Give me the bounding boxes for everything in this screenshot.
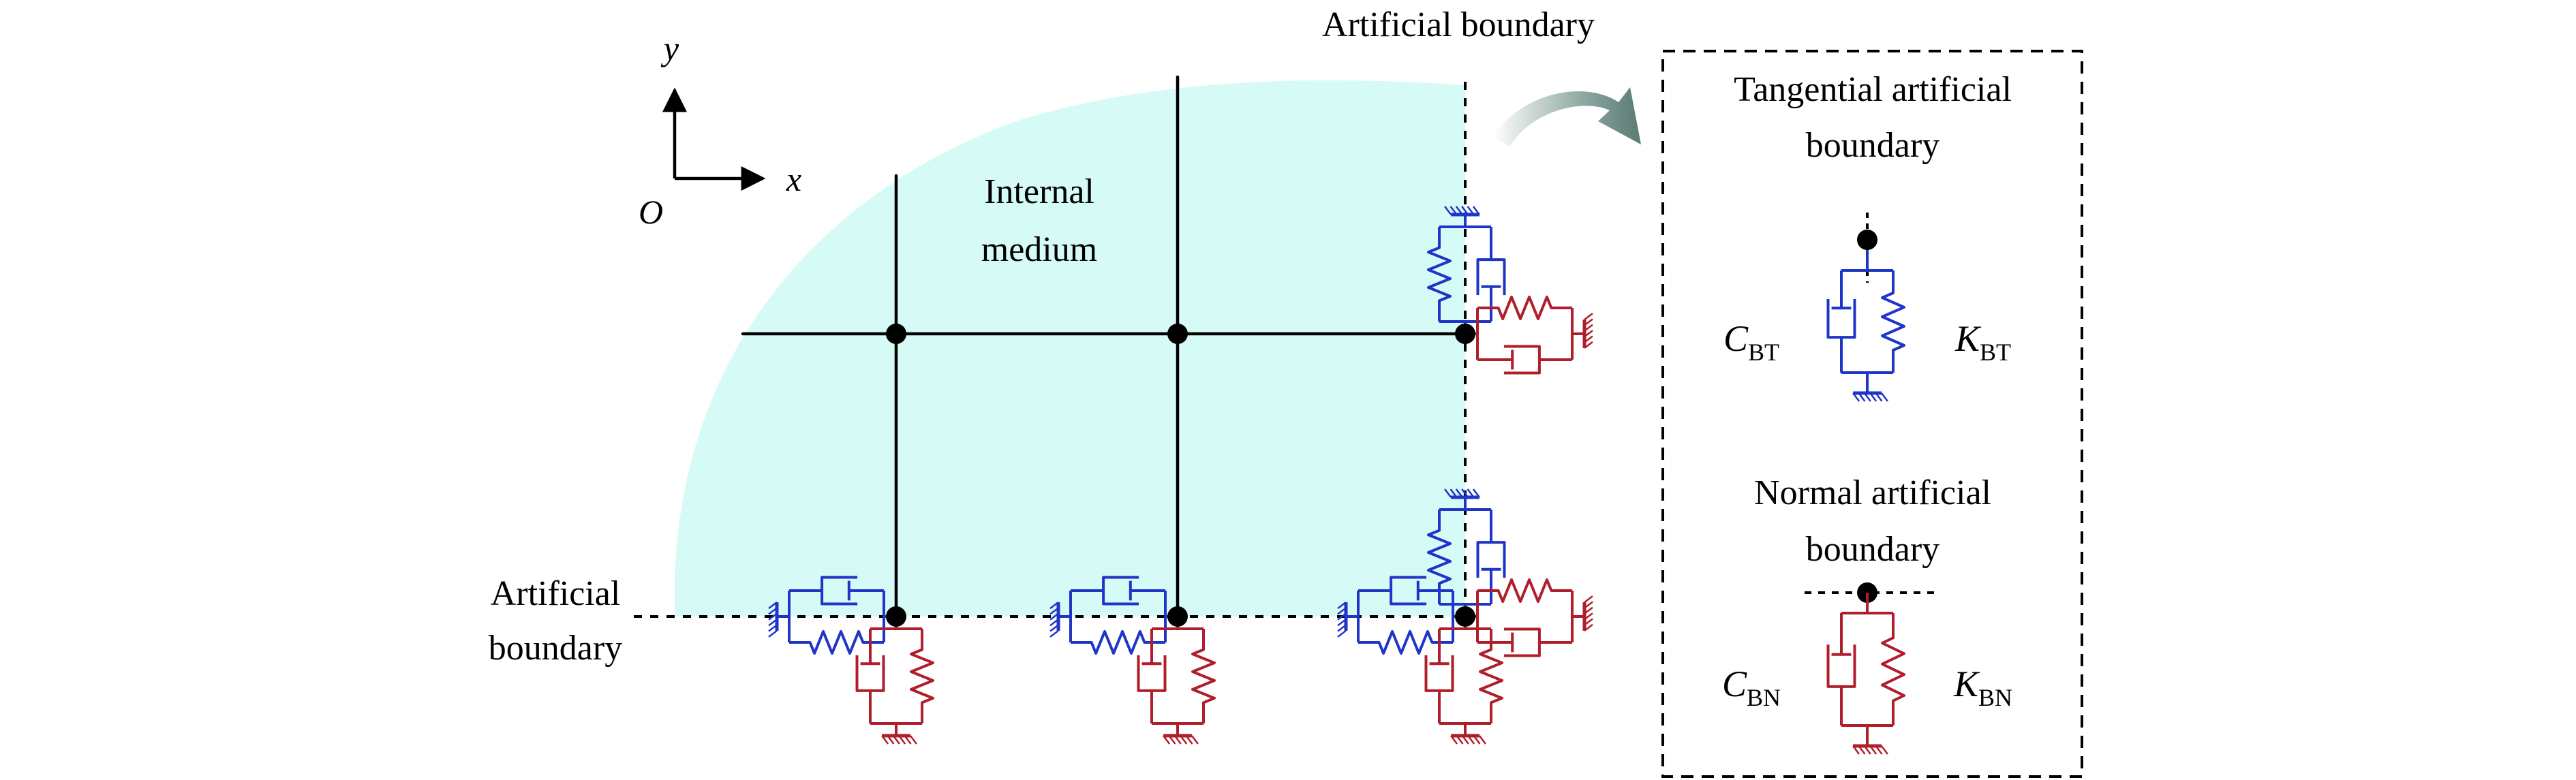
grid-node xyxy=(1455,606,1475,627)
normal-legend-title-line1: Normal artificial xyxy=(1754,473,1991,512)
internal-medium-region xyxy=(675,80,1465,617)
legend-normal-element xyxy=(1826,593,1905,755)
curved-arrow-icon xyxy=(1492,87,1641,146)
y-axis-label: y xyxy=(660,29,679,67)
legend-symbols xyxy=(1805,213,1935,755)
origin-label: O xyxy=(639,193,663,231)
finite-element-grid xyxy=(741,75,1467,619)
c-bn-label: CBN xyxy=(1722,664,1781,711)
c-bt-label: CBT xyxy=(1723,318,1779,366)
normal-element-bottom-3 xyxy=(1424,617,1503,745)
legend-box xyxy=(1661,50,2083,778)
normal-element-bottom-1 xyxy=(855,617,934,745)
coordinate-axes xyxy=(662,87,766,191)
k-bn-label: KBN xyxy=(1953,664,2012,711)
tangential-legend-title-line1: Tangential artificial xyxy=(1734,70,2012,109)
grid-node xyxy=(886,324,906,344)
internal-medium-label-line1: Internal xyxy=(984,172,1094,211)
tangential-element-right-2 xyxy=(1427,488,1506,617)
normal-legend-title-line2: boundary xyxy=(1806,530,1939,569)
artificial-boundary-left-label-line2: boundary xyxy=(489,629,622,668)
grid-nodes xyxy=(886,324,1475,627)
tangential-element-bottom-1 xyxy=(768,576,896,655)
legend-node xyxy=(1857,230,1877,250)
normal-element-bottom-2 xyxy=(1137,617,1216,745)
grid-node xyxy=(1167,324,1188,344)
internal-medium-label-line2: medium xyxy=(981,230,1097,269)
artificial-boundary-top-label: Artificial boundary xyxy=(1322,5,1595,44)
normal-element-right-1 xyxy=(1465,296,1593,375)
tangential-element-bottom-3 xyxy=(1337,576,1465,655)
grid-node xyxy=(1455,324,1475,344)
grid-node xyxy=(1167,606,1188,627)
x-axis-label: x xyxy=(786,160,801,198)
tangential-legend-title-line2: boundary xyxy=(1806,126,1939,165)
legend-tangential-element xyxy=(1826,250,1905,402)
normal-element-right-2 xyxy=(1465,578,1593,657)
artificial-boundary-left-label-line1: Artificial xyxy=(491,574,621,613)
grid-node xyxy=(886,606,906,627)
k-bt-label: KBT xyxy=(1954,318,2011,366)
